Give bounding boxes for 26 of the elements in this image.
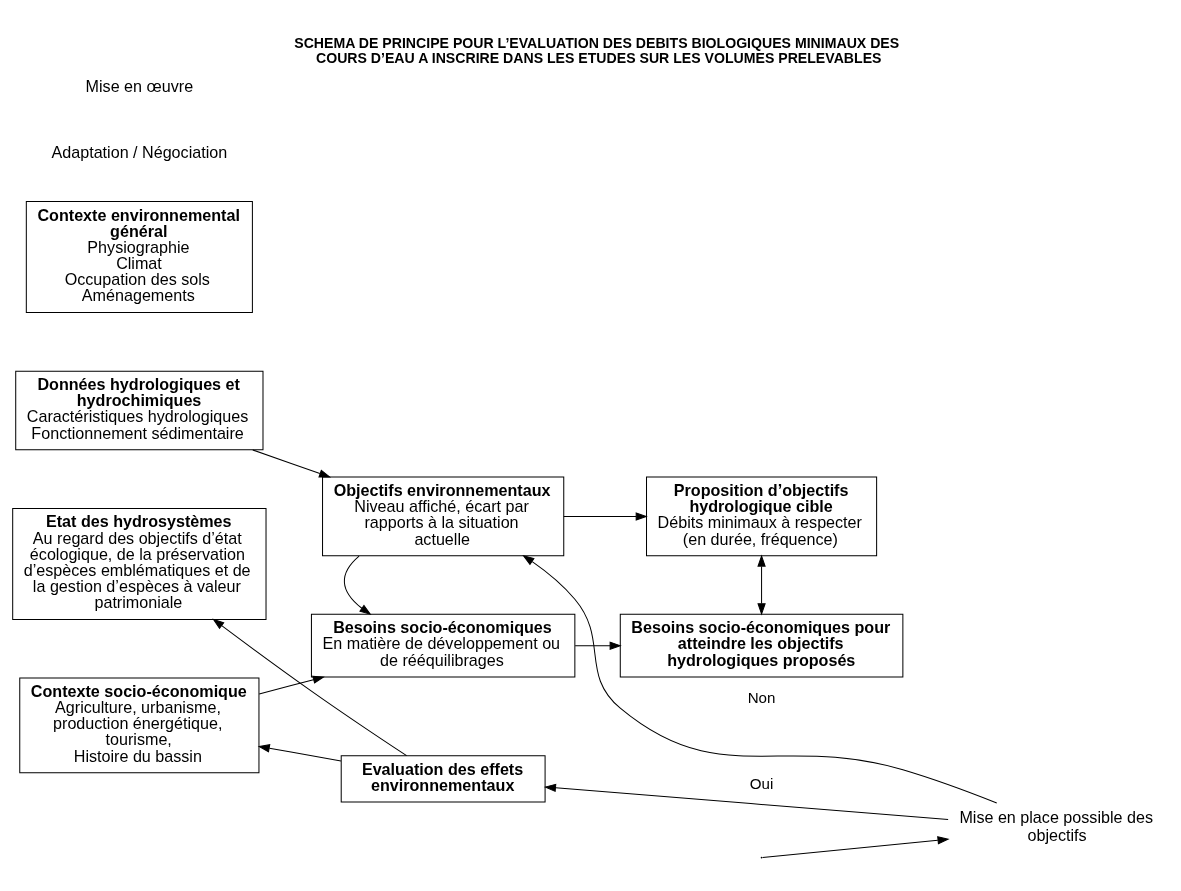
node-box: Contexte environnemental général Physiographie Climat Occupation des sols Aménagements: [25, 200, 253, 313]
arrow: [258, 675, 325, 694]
node-box: Contexte socio-économique Agriculture, urbanisme, production énergétique, tourisme, Histoire du bassin: [19, 676, 260, 773]
arrow: [757, 554, 766, 615]
node-box: Proposition d’objectifs hydrologique cible Débits minimaux à respecter (en durée, fréquence): [646, 476, 878, 556]
arrow: [257, 743, 342, 761]
arrow: [563, 511, 648, 521]
arrow: [762, 835, 950, 858]
edge-label: Oui: [749, 774, 774, 792]
edge-label: Non: [747, 688, 776, 706]
node-box: Besoins socio-économiques pour atteindre les objectifs hydrologiques proposés: [619, 613, 904, 677]
label: Adaptation / Négociation: [51, 142, 228, 161]
arrow: [574, 640, 622, 650]
node-box: Objectifs environnementaux Niveau affiché, écart par rapports à la situation actuelle: [322, 476, 565, 556]
label: Mise en œuvre: [85, 76, 194, 95]
arrow: [522, 554, 998, 803]
node-box: Evaluation des effets environnementaux: [340, 754, 546, 803]
node-box: Données hydrologiques et hydrochimiques Caractéristiques hydrologiques Fonctionnement sédimentaire: [15, 370, 264, 450]
arrow: [252, 448, 332, 477]
node-text: Mise en place possible des objectifs: [959, 807, 1154, 844]
arrow: [343, 555, 372, 615]
arrow: [543, 783, 949, 820]
node-box: Etat des hydrosystèmes Au regard des objectifs d’état écologique, de la préservation d’espèces emblématiques et de la gestion d’espèces à valeur patrimoniale: [12, 507, 267, 620]
diagram-title: SCHEMA DE PRINCIPE POUR L’EVALUATION DES DEBITS BIOLOGIQUES MINIMAUX DES COURS D’EAU A INSCRIRE DANS LES ETUDES SUR LES VOLUMES PRELEVABLES: [294, 34, 900, 65]
arrow: [212, 618, 408, 756]
node-box: Besoins socio-économiques En matière de développement ou de rééquilibrages: [310, 613, 576, 677]
